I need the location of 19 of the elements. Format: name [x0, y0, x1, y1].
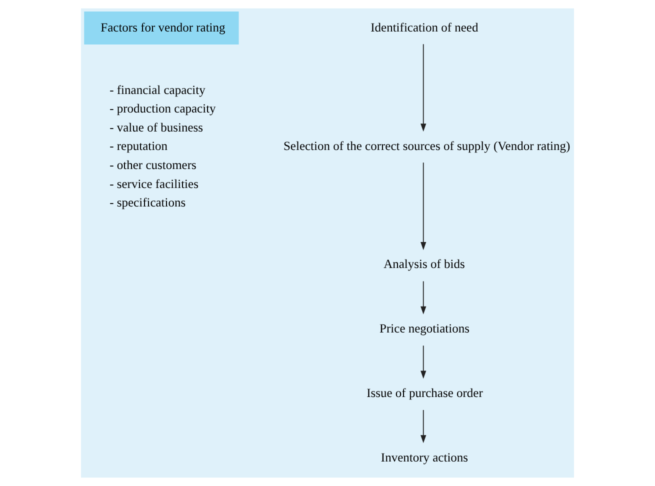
- label: - production capacity: [110, 102, 216, 116]
- node-box: Factors for vendor rating: [84, 11, 239, 45]
- label: - other customers: [110, 158, 196, 172]
- node-text: Selection of the correct sources of supply (Vendor rating): [283, 138, 570, 153]
- label: - reputation: [110, 139, 168, 154]
- node-text: Analysis of bids: [384, 257, 465, 272]
- arrow: [420, 280, 426, 314]
- label: - service facilities: [110, 176, 198, 191]
- node-text: Inventory actions: [380, 450, 468, 464]
- label: - value of business: [110, 120, 203, 134]
- node-text: Price negotiations: [380, 322, 470, 336]
- node-text: Identification of need: [370, 20, 478, 34]
- arrow: [420, 410, 426, 444]
- arrow: [420, 162, 426, 250]
- label: - financial capacity: [110, 82, 206, 97]
- node-text: Issue of purchase order: [366, 386, 483, 400]
- arrow: [420, 44, 426, 132]
- arrow: [420, 345, 426, 379]
- label: - specifications: [110, 196, 186, 210]
